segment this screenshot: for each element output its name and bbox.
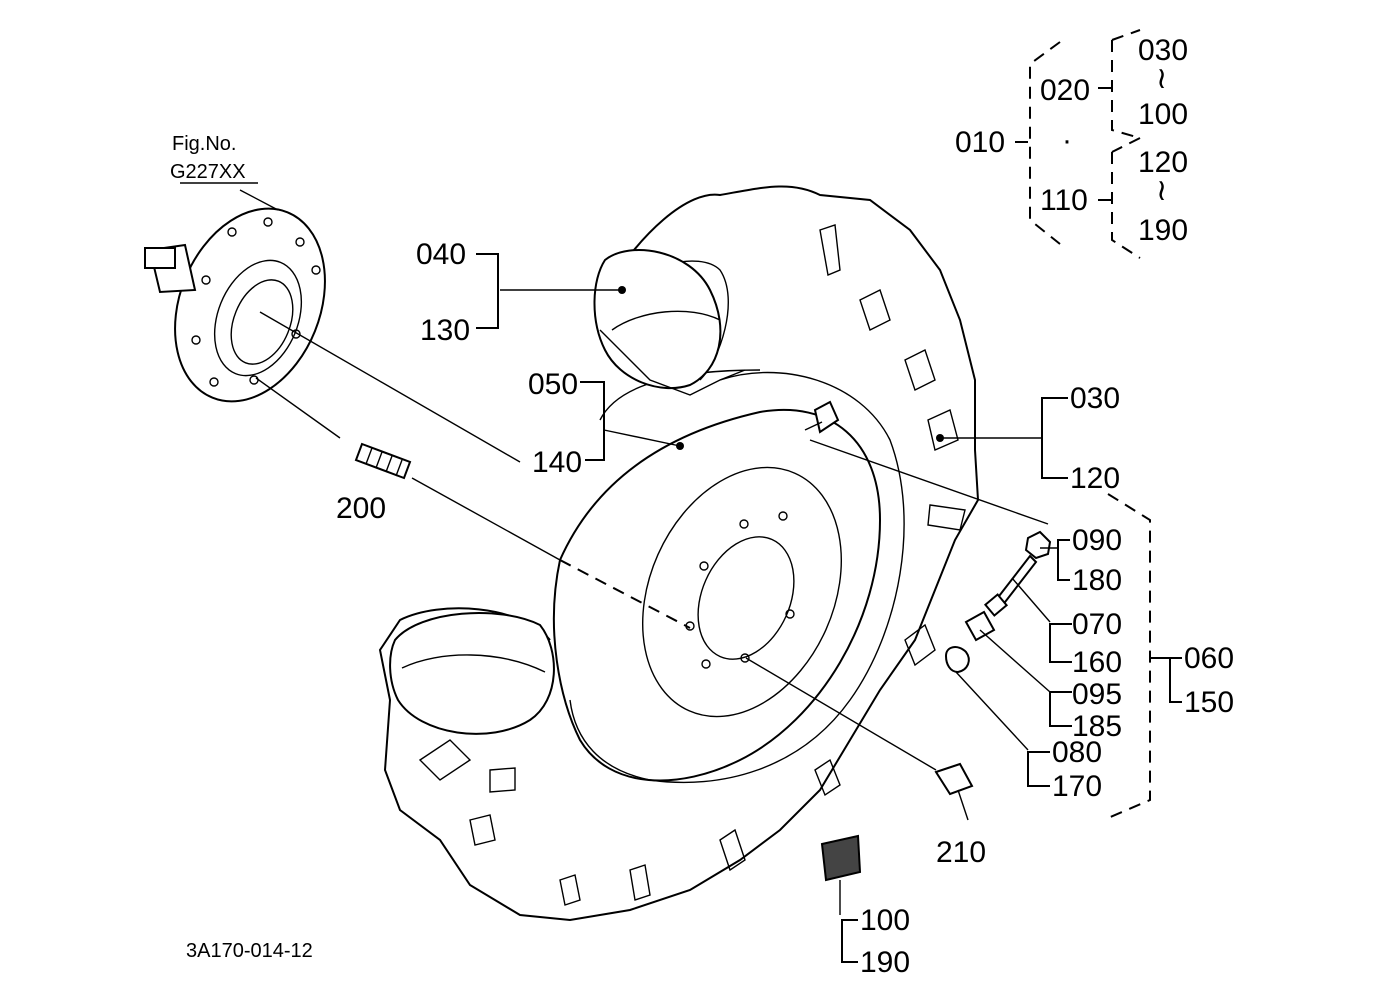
tilde-2: ≀ xyxy=(1156,174,1167,207)
callout-130: 130 xyxy=(420,314,470,347)
callout-030-top: 030 xyxy=(1138,34,1188,67)
separator-dot: · xyxy=(1062,124,1072,157)
callout-095: 095 xyxy=(1072,678,1122,711)
callout-030-right: 030 xyxy=(1070,382,1120,415)
callout-020: 020 xyxy=(1040,74,1090,107)
callout-050: 050 xyxy=(528,368,578,401)
callout-060: 060 xyxy=(1184,642,1234,675)
callout-010: 010 xyxy=(955,126,1005,159)
callout-210: 210 xyxy=(936,836,986,869)
wheel-rim xyxy=(552,408,882,782)
callout-160: 160 xyxy=(1072,646,1122,679)
stud-bolt xyxy=(354,442,412,480)
callout-200: 200 xyxy=(336,492,386,525)
valve-parts xyxy=(934,530,1052,796)
callout-110: 110 xyxy=(1040,184,1088,217)
callout-labels: Fig.No. G227XX 030 ≀ 100 020 010 · 120 ≀… xyxy=(170,34,1234,979)
callout-070: 070 xyxy=(1072,608,1122,641)
callout-140: 140 xyxy=(532,446,582,479)
hub-flange xyxy=(144,207,326,403)
fig-no-label: Fig.No. xyxy=(172,133,236,155)
callout-120-right: 120 xyxy=(1070,462,1120,495)
callout-100-bottom: 100 xyxy=(860,904,910,937)
callout-120-top: 120 xyxy=(1138,146,1188,179)
callout-040: 040 xyxy=(416,238,466,271)
callout-190-bottom: 190 xyxy=(860,946,910,979)
tire-valve xyxy=(804,400,840,434)
lower-tube-section xyxy=(389,612,555,735)
inner-tube xyxy=(593,249,746,396)
label-plate xyxy=(820,834,862,882)
callout-150: 150 xyxy=(1184,686,1234,719)
callout-180: 180 xyxy=(1072,564,1122,597)
document-code: 3A170-014-12 xyxy=(186,940,313,962)
callout-185: 185 xyxy=(1072,710,1122,743)
callout-100-top: 100 xyxy=(1138,98,1188,131)
tilde-1: ≀ xyxy=(1156,62,1167,95)
callout-190-top: 190 xyxy=(1138,214,1188,247)
callout-090: 090 xyxy=(1072,524,1122,557)
leader-lines xyxy=(180,182,1058,915)
callout-170: 170 xyxy=(1052,770,1102,803)
callout-080: 080 xyxy=(1052,736,1102,769)
callout-brackets xyxy=(476,29,1182,963)
fig-ref-code: G227XX xyxy=(170,161,246,183)
